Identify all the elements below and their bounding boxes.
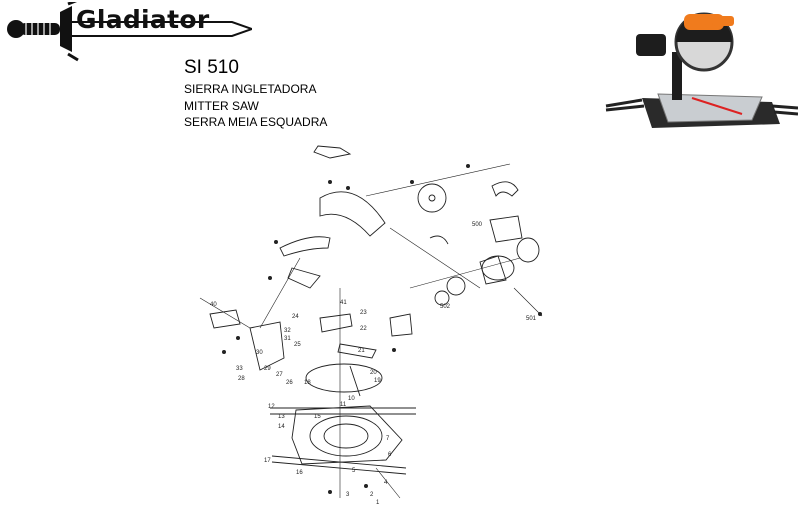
part-label: 501 — [526, 316, 537, 322]
part-label: 15 — [314, 414, 321, 420]
part-label: 27 — [276, 372, 283, 378]
product-name-es: SIERRA INGLETADORA — [184, 82, 317, 96]
part-label: 18 — [304, 380, 311, 386]
part-label: 41 — [340, 300, 347, 306]
part-label: 16 — [296, 470, 303, 476]
part-label: 31 — [284, 336, 291, 342]
part-label: 26 — [286, 380, 293, 386]
exploded-parts-diagram: 1 2 3 4 5 6 7 10 11 12 13 14 15 16 17 18… — [180, 138, 560, 510]
part-label: 7 — [386, 436, 390, 442]
part-label: 6 — [388, 452, 392, 458]
part-label: 1 — [376, 500, 380, 506]
part-label: 3 — [346, 492, 350, 498]
product-name-pt: SERRA MEIA ESQUADRA — [184, 115, 328, 129]
product-photo — [602, 2, 799, 138]
part-label: 24 — [292, 314, 299, 320]
part-label: 14 — [278, 424, 285, 430]
part-label: 11 — [340, 402, 347, 408]
part-label: 33 — [236, 366, 243, 372]
part-label: 19 — [374, 378, 381, 384]
part-label: 5 — [352, 468, 356, 474]
brand-name: Gladiator — [76, 5, 210, 34]
part-label: 2 — [370, 492, 374, 498]
part-label: 17 — [264, 458, 271, 464]
part-label: 502 — [440, 304, 451, 310]
part-label: 22 — [360, 326, 367, 332]
part-label: 20 — [370, 370, 377, 376]
part-label: 25 — [294, 342, 301, 348]
model-number: SI 510 — [184, 57, 239, 78]
part-label: 40 — [210, 302, 217, 308]
part-label: 21 — [358, 348, 365, 354]
gladiator-logo: Gladiator — [2, 0, 256, 62]
part-label: 13 — [278, 414, 285, 420]
part-label: 30 — [256, 350, 263, 356]
part-label: 28 — [238, 376, 245, 382]
part-label: 4 — [384, 480, 388, 486]
product-name-en: MITTER SAW — [184, 98, 259, 113]
part-label: 10 — [348, 396, 355, 402]
part-label: 23 — [360, 310, 367, 316]
part-label: 12 — [268, 404, 275, 410]
part-label: 29 — [264, 366, 271, 372]
part-label: 32 — [284, 328, 291, 334]
part-label: 500 — [472, 222, 483, 228]
product-names: SIERRA INGLETADORA MITTER SAW SERRA MEIA… — [184, 81, 327, 131]
